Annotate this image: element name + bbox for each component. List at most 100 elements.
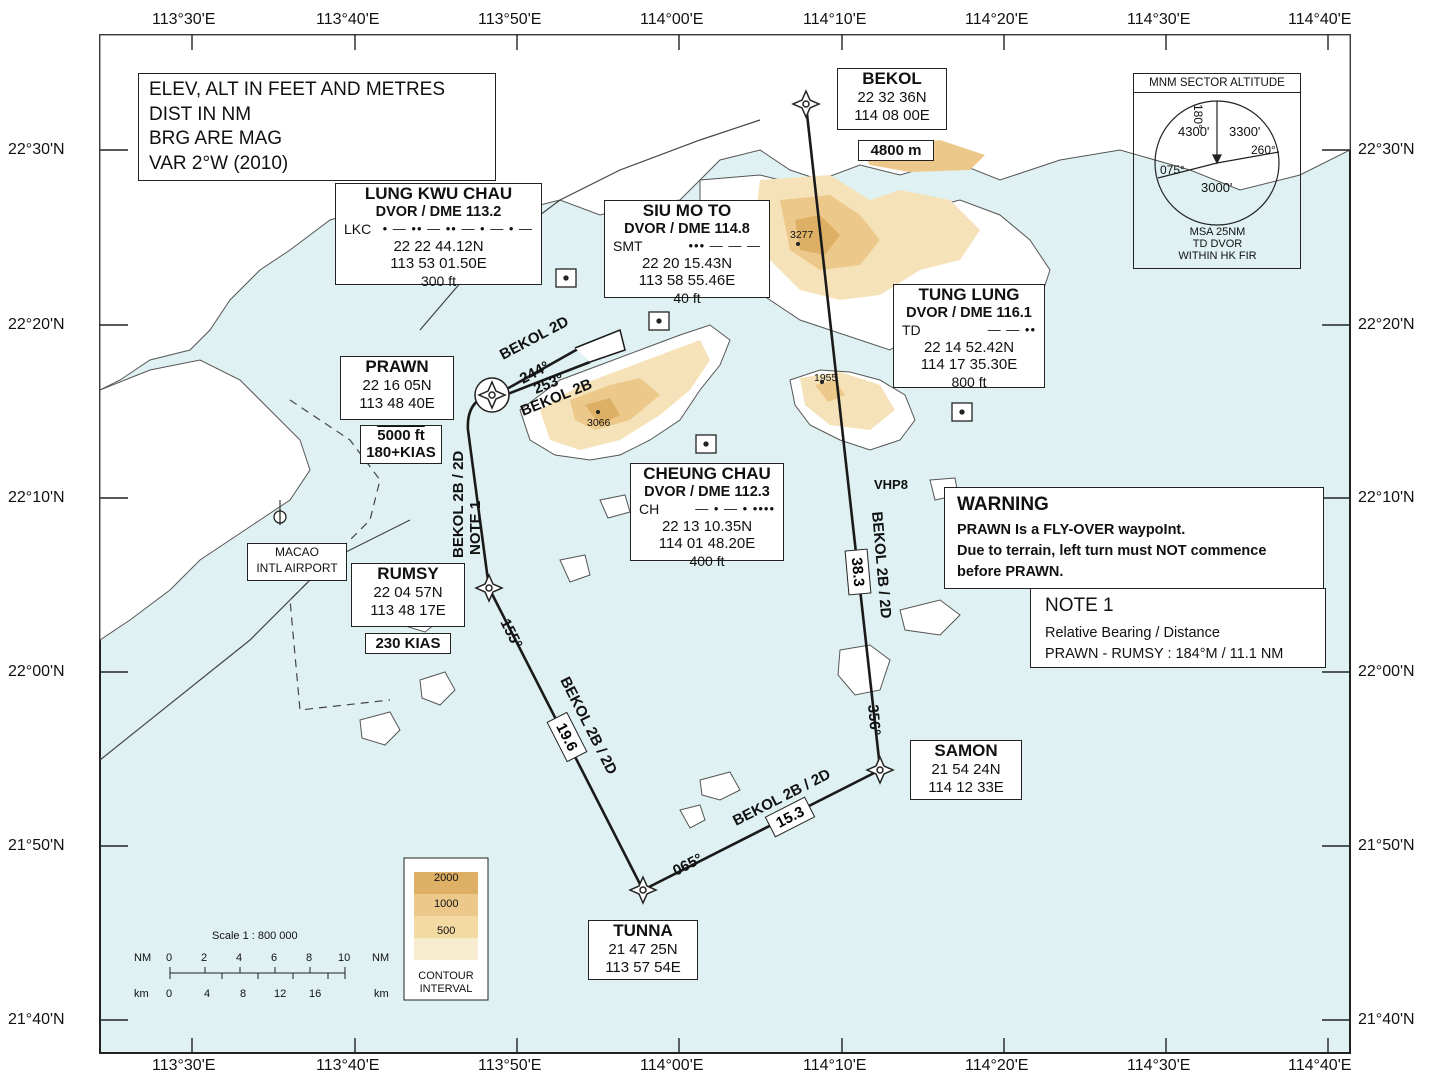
tunna-name: TUNNA bbox=[613, 921, 673, 940]
bekol-altitude-tag: 4800 m bbox=[858, 140, 934, 162]
bekol-name: BEKOL bbox=[862, 69, 922, 88]
info-line-4: VAR 2°W (2010) bbox=[149, 153, 289, 175]
smt-name: SIU MO TO bbox=[642, 201, 732, 220]
route-bekol2b-entry bbox=[504, 360, 591, 397]
info-line-2: DIST IN NM bbox=[149, 103, 252, 125]
scale-bar bbox=[169, 967, 346, 979]
waypoint-symbols bbox=[474, 89, 895, 905]
prawn-rumsy-route-label: BEKOL 2B / 2D bbox=[450, 451, 467, 558]
tunna-waypoint-box: TUNNA 21 47 25N 113 57 54E bbox=[588, 920, 698, 980]
lat-right-2: 22°20'N bbox=[1358, 316, 1415, 333]
warning-box: WARNING PRAWN Is a FLY-OVER waypoInt. Du… bbox=[944, 487, 1324, 589]
scale-nm-10: 10 bbox=[338, 952, 351, 964]
td-type: DVOR / DME 116.1 bbox=[906, 305, 1032, 322]
route-samon-bekol bbox=[804, 104, 882, 769]
lat-left-1: 22°30'N bbox=[8, 141, 65, 158]
prawn-lat: 22 16 05N bbox=[362, 377, 432, 395]
lon-bottom-3: 113°50'E bbox=[478, 1057, 542, 1074]
lkc-lat: 22 22 44.12N bbox=[393, 237, 484, 255]
note1-route-tag: NOTE 1 bbox=[467, 501, 484, 555]
lkc-elev: 300 ft bbox=[420, 273, 457, 290]
info-line-1: ELEV, ALT IN FEET AND METRES bbox=[149, 79, 446, 100]
lon-top-8: 114°40'E bbox=[1288, 11, 1352, 28]
rumsy-waypoint-box: RUMSY 22 04 57N 113 48 17E bbox=[351, 563, 465, 627]
lat-left-6: 21°40'N bbox=[8, 1011, 65, 1028]
warning-line-1: PRAWN Is a FLY-OVER waypoInt. bbox=[957, 522, 1186, 538]
spot-height-1955: 1955 bbox=[814, 372, 838, 384]
lon-bottom-4: 114°00'E bbox=[640, 1057, 704, 1074]
scale-nm-left: NM bbox=[134, 952, 152, 964]
lon-bottom-6: 114°20'E bbox=[965, 1057, 1029, 1074]
smt-elev: 40 ft bbox=[673, 290, 701, 307]
ch-elev: 400 ft bbox=[689, 553, 725, 570]
macao-airport-box: MACAO INTL AIRPORT bbox=[247, 543, 347, 581]
td-navaid-box: TUNG LUNG DVOR / DME 116.1 TD— — •• 22 1… bbox=[893, 284, 1045, 391]
msa-foot-1: MSA 25NM bbox=[1189, 226, 1246, 238]
prawn-constraint-tag: 5000 ft 180+KIAS bbox=[360, 425, 442, 464]
note1-line-2: PRAWN - RUMSY : 184°M / 11.1 NM bbox=[1045, 646, 1284, 663]
ch-vor-icon bbox=[695, 434, 717, 454]
lon-bottom-5: 114°10'E bbox=[803, 1057, 867, 1074]
bekol-waypoint-box: BEKOL 22 32 36N 114 08 00E bbox=[837, 68, 947, 130]
msa-alt-nw: 4300' bbox=[1178, 124, 1210, 139]
airport-line-1: MACAO bbox=[274, 545, 319, 559]
msa-brg-260: 260° bbox=[1251, 143, 1276, 157]
lon-top-7: 114°30'E bbox=[1127, 11, 1191, 28]
td-ident: TD bbox=[902, 322, 921, 339]
lkc-type: DVOR / DME 113.2 bbox=[375, 204, 502, 221]
smt-lat: 22 20 15.43N bbox=[641, 254, 733, 272]
lon-top-2: 113°40'E bbox=[316, 11, 380, 28]
spot-height-dots bbox=[596, 242, 824, 414]
rumsy-lat: 22 04 57N bbox=[373, 584, 443, 602]
msa-alt-s: 3000' bbox=[1201, 180, 1233, 195]
lat-right-4: 22°00'N bbox=[1358, 663, 1415, 680]
msa-diagram bbox=[1154, 100, 1280, 226]
info-line-3: BRG ARE MAG bbox=[149, 128, 283, 150]
graticule-ticks bbox=[100, 35, 1350, 1053]
lkc-morse: • — •• — •• — • — • — bbox=[382, 221, 533, 237]
contour-level-1000: 1000 bbox=[434, 898, 459, 910]
msa-foot-2: TD DVOR bbox=[1192, 238, 1243, 250]
airport-line-2: INTL AIRPORT bbox=[256, 561, 338, 576]
lon-top-3: 113°50'E bbox=[478, 11, 542, 28]
bekol-waypoint-icon bbox=[791, 89, 821, 119]
lon-bottom-8: 114°40'E bbox=[1288, 1057, 1352, 1074]
ch-lat: 22 13 10.35N bbox=[661, 517, 753, 535]
ch-morse: — • — • •••• bbox=[695, 501, 775, 517]
td-elev: 800 ft bbox=[951, 374, 987, 391]
macao-airport-icon bbox=[273, 509, 287, 525]
route-tunna-samon bbox=[642, 768, 881, 892]
samon-waypoint-box: SAMON 21 54 24N 114 12 33E bbox=[910, 740, 1022, 800]
lat-right-3: 22°10'N bbox=[1358, 489, 1415, 506]
scale-nm-6: 6 bbox=[271, 952, 278, 964]
lat-right-6: 21°40'N bbox=[1358, 1011, 1415, 1028]
scale-nm-8: 8 bbox=[306, 952, 313, 964]
note1-line-1: Relative Bearing / Distance bbox=[1045, 625, 1220, 641]
terrain-shading bbox=[540, 140, 985, 450]
scale-km-12: 12 bbox=[274, 988, 287, 1000]
scale-km-right: km bbox=[374, 988, 389, 1000]
td-lon: 114 17 35.30E bbox=[920, 356, 1018, 374]
rumsy-lon: 113 48 17E bbox=[370, 601, 446, 619]
smt-type: DVOR / DME 114.8 bbox=[624, 221, 750, 238]
bekol-lat: 22 32 36N bbox=[857, 89, 927, 107]
warning-line-3: before PRAWN. bbox=[957, 564, 1064, 581]
dist-38-3-label: 38.3 bbox=[848, 557, 867, 588]
warning-line-2: Due to terrain, left turn must NOT comme… bbox=[957, 543, 1267, 560]
msa-brg-075: 075° bbox=[1160, 163, 1185, 177]
msa-foot-3: WITHIN HK FIR bbox=[1178, 250, 1257, 262]
brg-356-label: 356° bbox=[864, 704, 884, 736]
prawn-flyover-icon bbox=[474, 377, 510, 413]
lon-top-4: 114°00'E bbox=[640, 11, 704, 28]
note1-box: NOTE 1 Relative Bearing / Distance PRAWN… bbox=[1030, 588, 1326, 668]
msa-title: MNM SECTOR ALTITUDE bbox=[1134, 74, 1300, 93]
lon-bottom-2: 113°40'E bbox=[316, 1057, 380, 1074]
lat-right-1: 22°30'N bbox=[1358, 141, 1415, 158]
smt-vor-icon bbox=[648, 311, 670, 331]
prawn-waypoint-box: PRAWN 22 16 05N 113 48 40E bbox=[340, 356, 454, 420]
ch-type: DVOR / DME 112.3 bbox=[644, 484, 770, 501]
ch-navaid-box: CHEUNG CHAU DVOR / DME 112.3 CH— • — • •… bbox=[630, 463, 784, 569]
msa-box: MNM SECTOR ALTITUDE bbox=[1133, 73, 1301, 269]
ch-lon: 114 01 48.20E bbox=[658, 535, 756, 553]
samon-name: SAMON bbox=[934, 741, 998, 760]
